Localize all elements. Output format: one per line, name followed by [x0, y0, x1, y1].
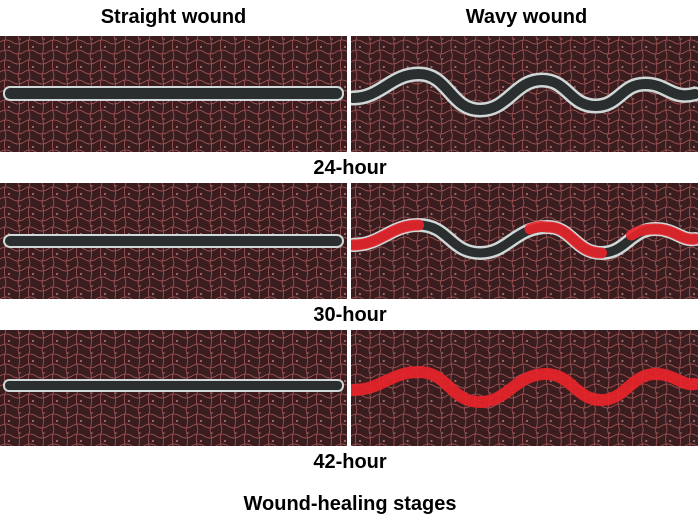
figure-caption: Wound-healing stages	[243, 493, 457, 515]
stage-label-24h: 24-hour	[313, 157, 387, 179]
micrograph-straight-30h	[0, 183, 347, 299]
micrograph-wavy-24h	[351, 36, 698, 152]
column-header-wavy: Wavy wound	[465, 6, 588, 28]
stage-label-42h: 42-hour	[313, 451, 387, 473]
stage-label-30h: 30-hour	[313, 304, 387, 326]
micrograph-wavy-30h	[351, 183, 698, 299]
column-header-straight: Straight wound	[100, 6, 247, 28]
micrograph-straight-42h	[0, 330, 347, 446]
micrograph-straight-24h	[0, 36, 347, 152]
micrograph-wavy-42h	[351, 330, 698, 446]
